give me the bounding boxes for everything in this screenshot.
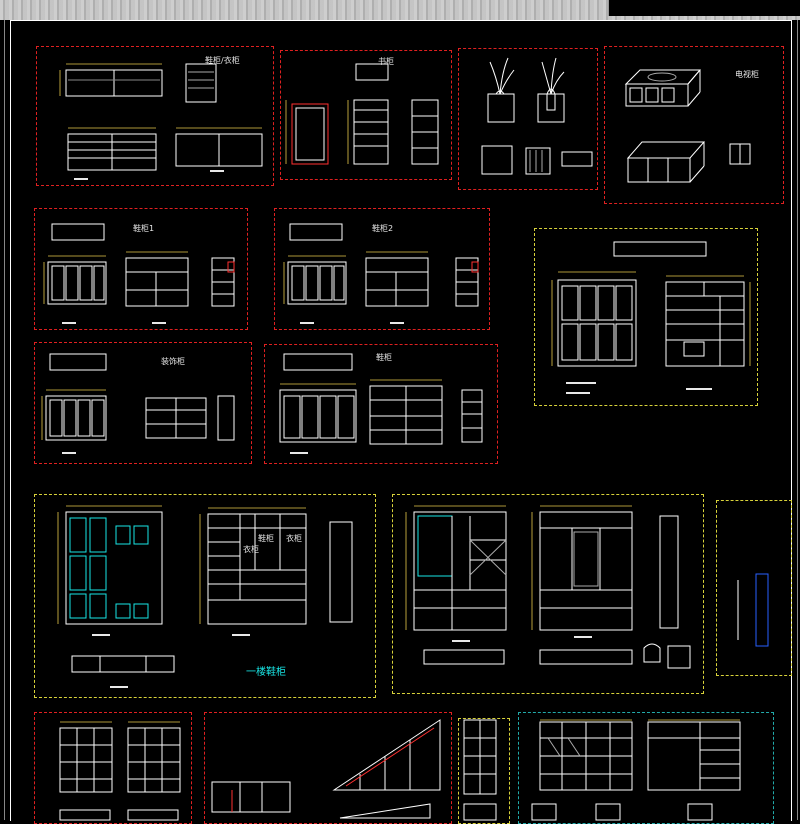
panel-10-drawings	[65, 511, 353, 673]
panel-10-cell-a: 衣柜	[243, 545, 259, 554]
panel-12-drawings	[737, 573, 769, 647]
panel-1	[36, 46, 274, 186]
panel-16-drawings	[531, 721, 741, 821]
panel-5-title: 鞋柜1	[133, 224, 155, 233]
panel-15-drawings	[463, 719, 497, 821]
top-strip	[0, 0, 800, 20]
panel-3	[458, 48, 598, 190]
panel-8	[34, 342, 252, 464]
panel-7-drawings	[557, 241, 745, 367]
panel-8-drawings	[45, 353, 235, 441]
panel-10-cell-c: 衣柜	[286, 534, 302, 543]
top-strip-texture	[0, 0, 800, 20]
panel-14-drawings	[211, 719, 441, 819]
panel-12	[716, 500, 792, 676]
panel-9	[264, 344, 498, 464]
panel-1-drawings	[65, 63, 263, 171]
panel-2-drawings	[291, 63, 439, 165]
panel-10-title: 一楼鞋柜	[246, 667, 286, 678]
panel-11-drawings	[413, 511, 691, 669]
panel-13-drawings	[59, 727, 181, 821]
panel-5	[34, 208, 248, 330]
panel-11	[392, 494, 704, 694]
plant-vase-icon	[489, 57, 515, 95]
panel-3-drawings	[481, 93, 593, 175]
red-accents	[227, 261, 479, 812]
top-title-box	[608, 0, 800, 16]
plant-vase-icon-2	[541, 57, 565, 111]
panel-2	[280, 50, 452, 180]
panel-6-drawings	[287, 223, 479, 307]
panel-6-title: 鞋柜2	[372, 224, 394, 233]
panel-1-title: 鞋柜/衣柜	[205, 56, 240, 65]
panel-5-drawings	[47, 223, 235, 307]
panel-9-drawings	[279, 353, 483, 445]
outer-frame	[4, 20, 798, 820]
panel-8-title: 装饰柜	[161, 357, 185, 366]
panel-4	[604, 46, 784, 204]
dimension-lines	[41, 63, 751, 723]
panel-6	[274, 208, 490, 330]
panel-10-cell-b: 鞋柜	[258, 534, 274, 543]
panel-9-title: 鞋柜	[376, 353, 392, 362]
panel-4-title: 电视柜	[735, 70, 759, 79]
panel-2-title: 书柜	[378, 57, 394, 66]
panel-7	[534, 228, 758, 406]
panel-10	[34, 494, 376, 698]
label-tags	[62, 170, 712, 688]
drawing-frame	[10, 20, 792, 821]
armchair-icon	[643, 643, 661, 663]
panel-4-drawings	[624, 69, 751, 183]
